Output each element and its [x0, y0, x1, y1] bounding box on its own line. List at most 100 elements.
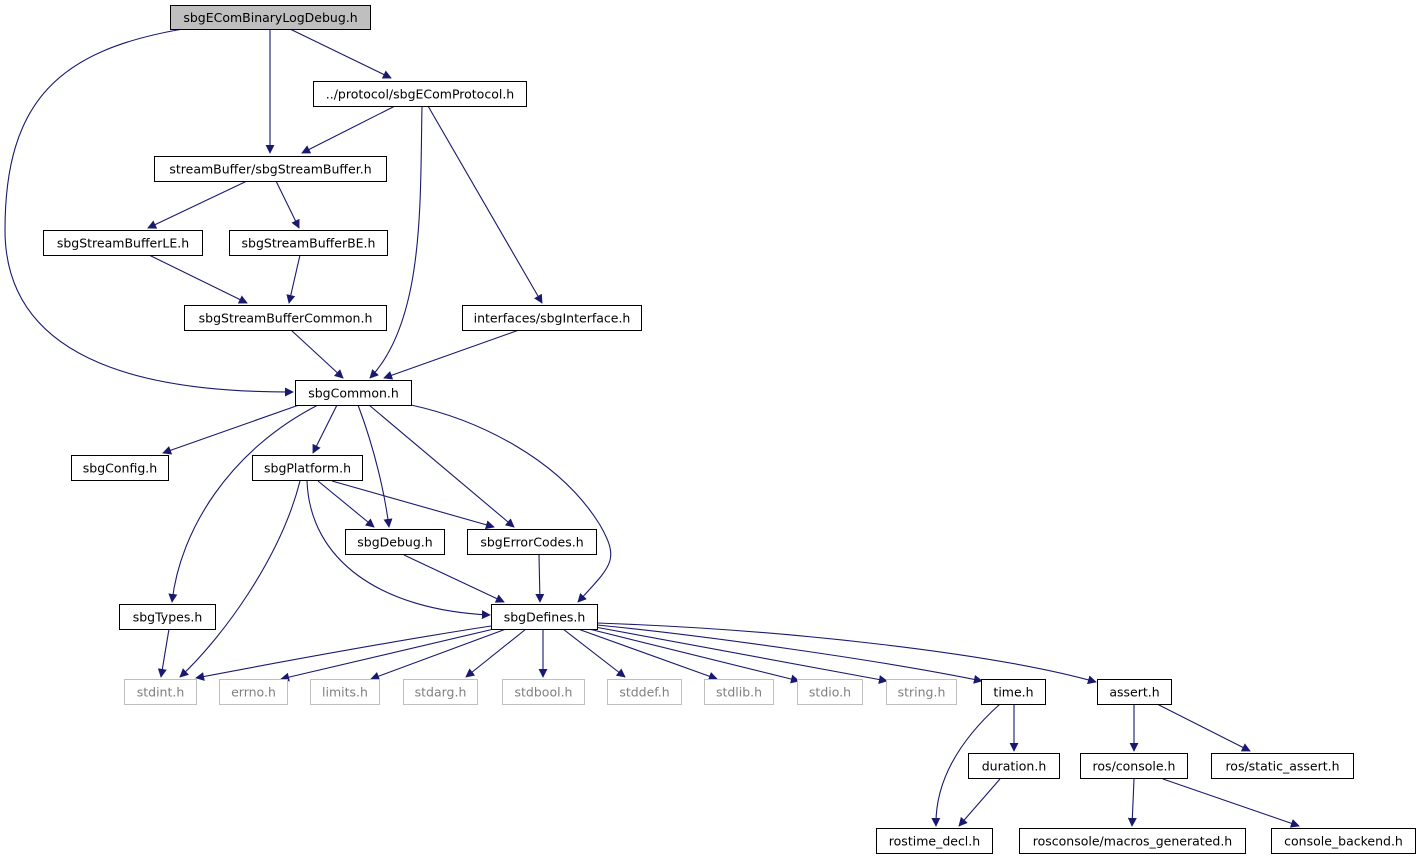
edge-platform-to-stdint	[179, 480, 301, 678]
node-console-backend-h-box	[1271, 828, 1416, 854]
edge-interface-to-common	[383, 329, 520, 380]
node-sbgtypes-h-box	[119, 604, 216, 630]
edge-platform-to-errorcodes	[331, 480, 495, 530]
node-duration-h-label: duration.h	[982, 759, 1047, 774]
node-stdarg-h[interactable]: stdarg.h	[403, 679, 478, 705]
edge-be-to-common-buffer	[286, 254, 301, 304]
node-stdint-h[interactable]: stdint.h	[124, 679, 197, 705]
node-sbgplatform-h-box	[252, 455, 363, 481]
edge-root-to-common	[4, 28, 294, 397]
node-protocol-sbgecomprotocol-h-label: ../protocol/sbgEComProtocol.h	[326, 87, 514, 102]
node-stdio-h[interactable]: stdio.h	[797, 679, 863, 705]
edge-common-to-errorcodes	[368, 404, 515, 528]
edge-platform-to-debug	[317, 480, 375, 528]
edge-streambuffer-to-le	[147, 180, 248, 229]
edge-common-to-config	[162, 404, 300, 455]
edge-le-to-common-buffer	[148, 254, 248, 304]
node-rosconsole-macros-generated-h[interactable]: rosconsole/macros_generated.h	[1019, 828, 1246, 854]
node-sbgconfig-h[interactable]: sbgConfig.h	[71, 455, 169, 481]
node-duration-h-box	[968, 753, 1060, 779]
node-assert-h[interactable]: assert.h	[1097, 679, 1172, 705]
node-sbgdebug-h-box	[345, 529, 445, 555]
node-stdlib-h-box	[704, 679, 774, 705]
node-sbgplatform-h[interactable]: sbgPlatform.h	[252, 455, 363, 481]
edge-protocol-to-common	[369, 105, 423, 379]
edge-root-to-protocol	[289, 28, 392, 79]
node-console-backend-h[interactable]: console_backend.h	[1271, 828, 1416, 854]
node-ros-console-h[interactable]: ros/console.h	[1080, 753, 1188, 779]
node-stdio-h-label: stdio.h	[809, 685, 851, 700]
node-assert-h-box	[1097, 679, 1172, 705]
node-string-h-box	[886, 679, 957, 705]
node-sbgdefines-h[interactable]: sbgDefines.h	[491, 604, 598, 630]
node-rostime-decl-h[interactable]: rostime_decl.h	[876, 828, 993, 854]
node-limits-h-box	[310, 679, 380, 705]
node-stdint-h-label: stdint.h	[137, 685, 185, 700]
edge-common-to-platform	[312, 404, 338, 454]
edge-common-to-defines	[410, 404, 612, 603]
node-sbgcommon-h[interactable]: sbgCommon.h	[295, 380, 412, 406]
edge-protocol-to-streambuffer	[301, 105, 396, 154]
node-sbgconfig-h-label: sbgConfig.h	[83, 461, 157, 476]
node-streambuffer-sbgstreambuffer-h[interactable]: streamBuffer/sbgStreamBuffer.h	[154, 156, 387, 182]
node-sbgstreambuffercommon-h[interactable]: sbgStreamBufferCommon.h	[184, 305, 387, 331]
edge-layer	[4, 28, 1300, 828]
node-interfaces-sbginterface-h[interactable]: interfaces/sbgInterface.h	[462, 305, 642, 331]
node-stdlib-h[interactable]: stdlib.h	[704, 679, 774, 705]
node-time-h-label: time.h	[993, 685, 1033, 700]
node-streambuffer-sbgstreambuffer-h-box	[154, 156, 387, 182]
node-time-h[interactable]: time.h	[981, 679, 1046, 705]
node-errno-h[interactable]: errno.h	[219, 679, 288, 705]
node-sbgstreambufferle-h[interactable]: sbgStreamBufferLE.h	[43, 230, 203, 256]
node-assert-h-label: assert.h	[1109, 685, 1159, 700]
node-interfaces-sbginterface-h-label: interfaces/sbgInterface.h	[474, 311, 631, 326]
node-streambuffer-sbgstreambuffer-h-label: streamBuffer/sbgStreamBuffer.h	[169, 162, 371, 177]
edge-defines-to-string	[594, 626, 888, 684]
node-sbgecombinarylogdebug-h[interactable]: sbgEComBinaryLogDebug.h	[170, 5, 371, 30]
node-sbgstreambuffercommon-h-label: sbgStreamBufferCommon.h	[199, 311, 373, 326]
node-protocol-sbgecomprotocol-h[interactable]: ../protocol/sbgEComProtocol.h	[313, 81, 527, 107]
edge-common-buffer-to-common	[290, 329, 344, 379]
node-stddef-h-box	[607, 679, 682, 705]
node-layer: sbgEComBinaryLogDebug.h ../protocol/sbgEC…	[43, 5, 1416, 854]
node-interfaces-sbginterface-h-box	[462, 305, 642, 331]
node-sbgcommon-h-box	[295, 380, 412, 406]
node-limits-h-label: limits.h	[322, 685, 368, 700]
node-ros-static-assert-h-label: ros/static_assert.h	[1225, 759, 1339, 774]
node-limits-h[interactable]: limits.h	[310, 679, 380, 705]
node-stdlib-h-label: stdlib.h	[716, 685, 762, 700]
node-duration-h[interactable]: duration.h	[968, 753, 1060, 779]
edge-common-to-types	[168, 404, 319, 603]
node-sbgerrorcodes-h-box	[467, 529, 597, 555]
node-stddef-h[interactable]: stddef.h	[607, 679, 682, 705]
node-stdio-h-box	[797, 679, 863, 705]
node-errno-h-box	[219, 679, 288, 705]
edge-errorcodes-to-defines	[535, 554, 545, 603]
node-string-h[interactable]: string.h	[886, 679, 957, 705]
node-sbgtypes-h[interactable]: sbgTypes.h	[119, 604, 216, 630]
node-ros-static-assert-h-box	[1211, 753, 1354, 779]
node-sbgstreambufferle-h-label: sbgStreamBufferLE.h	[57, 236, 189, 251]
node-sbgcommon-h-label: sbgCommon.h	[308, 386, 399, 401]
node-sbgerrorcodes-h[interactable]: sbgErrorCodes.h	[467, 529, 597, 555]
edge-time-to-rostime	[931, 703, 1001, 827]
edge-duration-to-rostime	[958, 778, 1001, 827]
node-sbgstreambufferle-h-box	[43, 230, 203, 256]
edge-defines-to-limits	[370, 628, 507, 681]
node-stdint-h-box	[124, 679, 197, 705]
node-rosconsole-macros-generated-h-label: rosconsole/macros_generated.h	[1033, 834, 1232, 849]
edge-defines-to-stdint	[195, 625, 492, 681]
node-sbgstreambufferbe-h[interactable]: sbgStreamBufferBE.h	[229, 230, 388, 256]
node-sbgdebug-h[interactable]: sbgDebug.h	[345, 529, 445, 555]
edge-debug-to-defines	[403, 554, 505, 603]
node-stdbool-h[interactable]: stdbool.h	[502, 679, 585, 705]
node-sbgdefines-h-label: sbgDefines.h	[504, 610, 586, 625]
edge-defines-to-time	[596, 624, 983, 684]
edge-defines-to-errno	[280, 628, 495, 682]
edge-protocol-to-interface	[427, 105, 543, 304]
edge-streambuffer-to-be	[275, 180, 300, 229]
node-console-backend-h-label: console_backend.h	[1284, 834, 1403, 849]
node-ros-static-assert-h[interactable]: ros/static_assert.h	[1211, 753, 1354, 779]
node-sbgplatform-h-label: sbgPlatform.h	[264, 461, 351, 476]
